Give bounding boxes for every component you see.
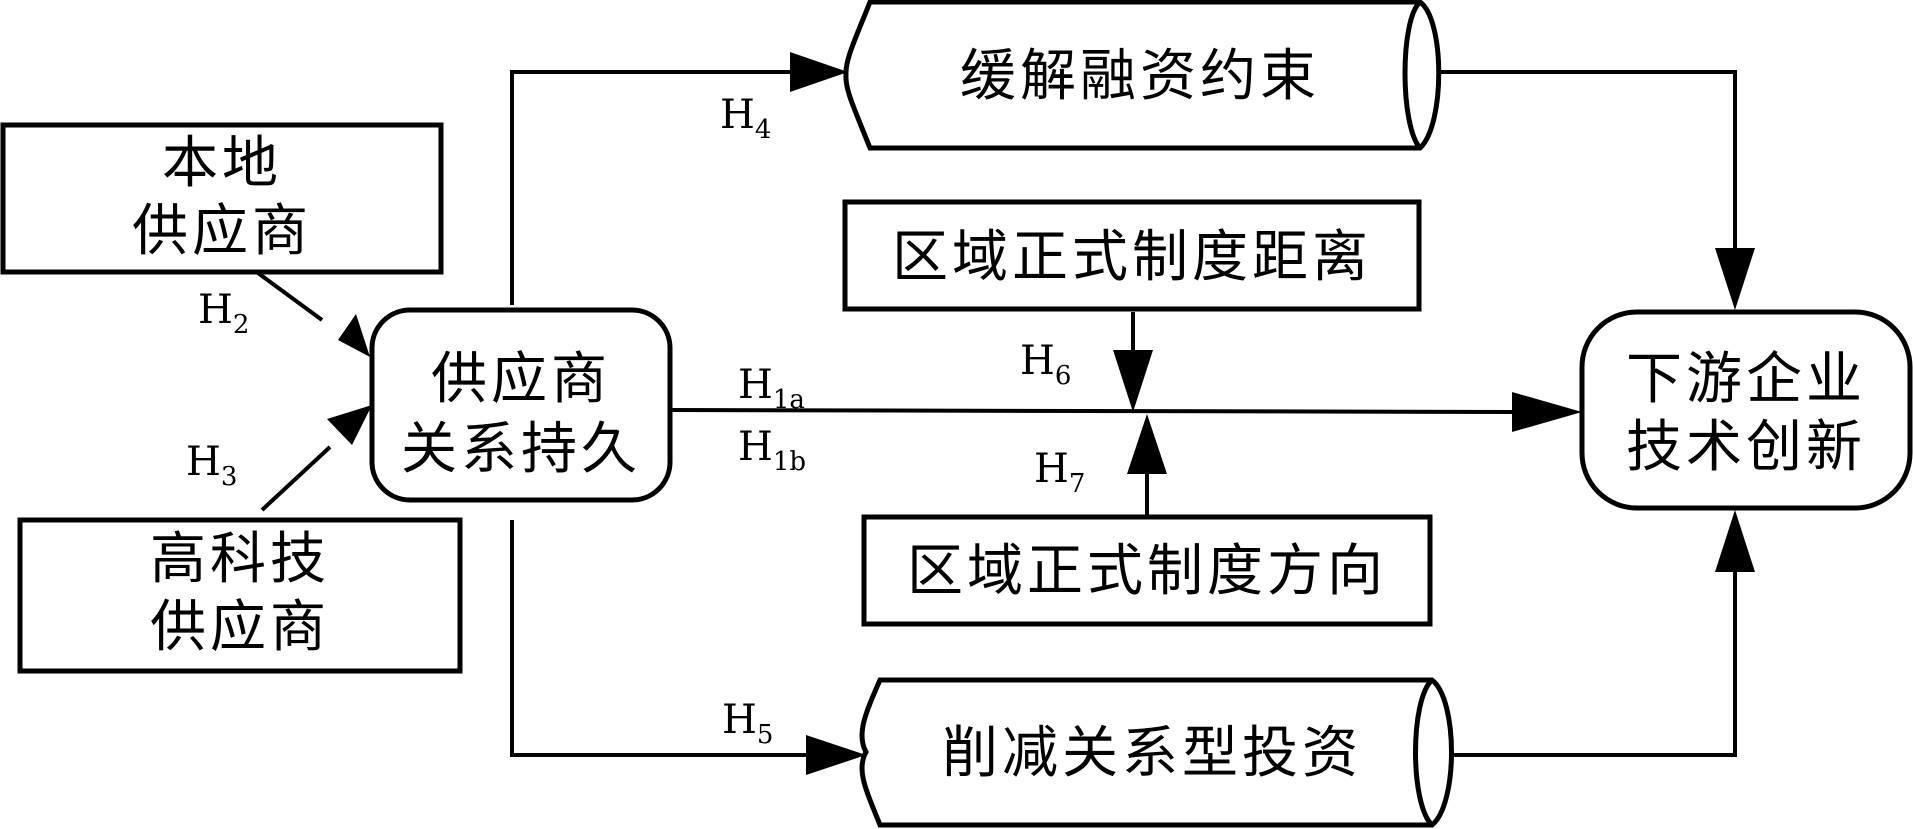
institution-direction-label: 区域正式制度方向 xyxy=(907,539,1387,604)
arrow-relationship-to-financing xyxy=(510,70,790,305)
downstream-innovation-line2: 技术创新 xyxy=(1626,415,1866,480)
arrowhead-investment xyxy=(806,735,866,775)
institution-direction-box xyxy=(861,514,1433,627)
supplier-relationship-line1: 供应商 xyxy=(431,347,611,412)
hypothesis-h6: H6 xyxy=(1020,338,1071,391)
arrowhead-investment-innovation xyxy=(1715,510,1755,572)
downstream-innovation-box xyxy=(1579,309,1913,511)
hypothesis-h1b: H1b xyxy=(738,424,806,477)
supplier-relationship-line2: 关系持久 xyxy=(401,417,641,482)
arrowhead-direction xyxy=(1127,414,1167,474)
hypothesis-h2: H2 xyxy=(198,287,249,340)
local-supplier-box xyxy=(0,122,444,275)
reduce-investment-label: 削减关系型投资 xyxy=(942,721,1362,786)
reduce-investment-cylinder xyxy=(859,677,1454,828)
downstream-innovation-line1: 下游企业 xyxy=(1626,347,1866,412)
arrow-hightech-to-relationship xyxy=(260,445,332,512)
arrowhead-financing xyxy=(790,52,848,92)
hypothesis-h5: H5 xyxy=(722,697,773,750)
local-supplier-line1: 本地 xyxy=(162,131,282,196)
supplier-relationship-box xyxy=(369,307,673,503)
hightech-supplier-line1: 高科技 xyxy=(150,527,330,592)
local-supplier-line2: 供应商 xyxy=(132,199,312,264)
institution-distance-label: 区域正式制度距离 xyxy=(892,225,1372,290)
hypothesis-h7: H7 xyxy=(1034,446,1085,499)
hypothesis-h3: H3 xyxy=(186,439,237,492)
arrow-local-to-relationship xyxy=(256,271,324,322)
arrowhead-local xyxy=(338,314,370,357)
arrow-financing-to-innovation xyxy=(1440,70,1737,248)
ease-financing-label: 缓解融资约束 xyxy=(960,44,1320,109)
hypothesis-h4: H4 xyxy=(720,92,771,145)
ease-financing-cylinder xyxy=(843,0,1442,151)
arrowhead-distance xyxy=(1113,350,1153,412)
arrow-investment-to-innovation xyxy=(1452,572,1737,757)
hightech-supplier-line2: 供应商 xyxy=(150,595,330,660)
arrow-relationship-to-investment xyxy=(510,520,806,757)
arrowhead-financing-innovation xyxy=(1715,248,1755,310)
hypothesis-h1a: H1a xyxy=(738,362,805,415)
institution-distance-box xyxy=(842,199,1422,312)
arrowhead-hightech xyxy=(327,405,372,445)
arrowhead-main xyxy=(1512,392,1582,432)
hightech-supplier-box xyxy=(17,517,463,674)
arrow-main-path xyxy=(669,408,1513,414)
